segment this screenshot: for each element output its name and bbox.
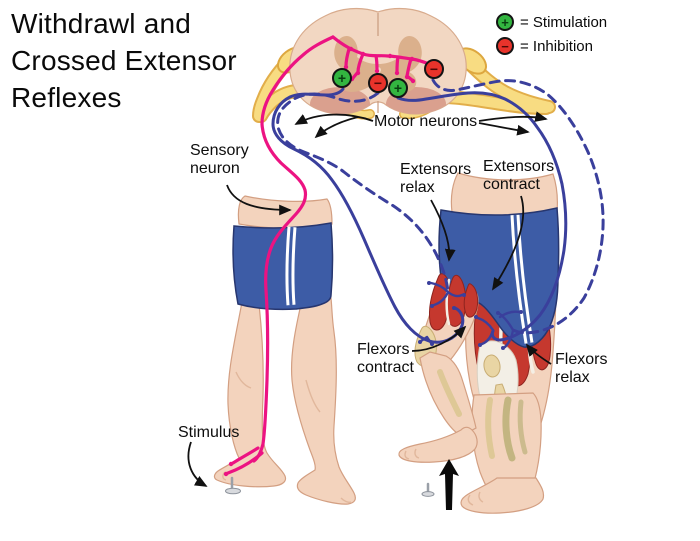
motor-neurons-arrow-left-1	[294, 113, 374, 125]
legend-inhibition-label: = Inhibition	[520, 37, 593, 55]
motor-neurons-arrow-left-2	[314, 116, 359, 139]
annotation-arrows	[187, 111, 552, 487]
standing-foot	[460, 477, 545, 514]
tack-under-lifted-foot	[421, 482, 435, 497]
left-figure-front-leg	[213, 301, 287, 488]
label-extensors-contract: Extensors contract	[483, 158, 555, 193]
inhibition-marker-1: −	[368, 73, 388, 93]
motor-neurons-arrow-right-2	[478, 122, 530, 136]
left-figure-hip	[237, 195, 333, 229]
motor-path-extensors-relax	[276, 91, 450, 294]
flexors-relax-arrow	[525, 343, 552, 365]
label-extensors-relax: Extensors relax	[400, 161, 472, 196]
label-flexors-relax: Flexors relax	[555, 351, 608, 386]
stimulation-icon: +	[496, 13, 514, 31]
flexors-contract-arrow	[411, 325, 467, 352]
extensors-relax-arrow	[430, 199, 456, 262]
motor-neurons-arrow-right-1	[478, 111, 548, 122]
label-stimulus: Stimulus	[178, 424, 240, 441]
legend-stimulation: + = Stimulation	[496, 13, 607, 31]
stimulus-arrow	[187, 441, 208, 487]
tack-under-stimulated-foot	[225, 476, 241, 495]
left-figure-back-leg	[291, 297, 356, 505]
lifted-foot	[398, 426, 478, 463]
withdrawal-arrow	[439, 459, 459, 510]
sensory-neuron-arrow	[226, 184, 292, 216]
label-sensory-neuron: Sensory neuron	[190, 142, 249, 177]
label-motor-neurons: Motor neurons	[374, 113, 478, 130]
stimulation-marker-1: +	[332, 68, 352, 88]
figure-stimulated	[213, 195, 356, 505]
sensory-neuron-pathway	[223, 35, 433, 477]
motor-neuron-pathways	[271, 78, 605, 350]
label-flexors-contract: Flexors contract	[357, 341, 414, 376]
legend-inhibition: − = Inhibition	[496, 37, 593, 55]
motor-path-flexors-relax	[431, 78, 605, 335]
page-title: Withdrawl and Crossed Extensor Reflexes	[11, 8, 237, 113]
nerve-terminals	[418, 281, 523, 350]
extensors-contract-arrow	[492, 195, 525, 291]
inhibition-marker-2: −	[424, 59, 444, 79]
legend-stimulation-label: = Stimulation	[520, 13, 608, 31]
inhibition-icon: −	[496, 37, 514, 55]
stimulation-marker-2: +	[388, 78, 408, 98]
motor-path-flexors-contract	[271, 87, 465, 344]
left-figure-shorts	[232, 222, 334, 311]
